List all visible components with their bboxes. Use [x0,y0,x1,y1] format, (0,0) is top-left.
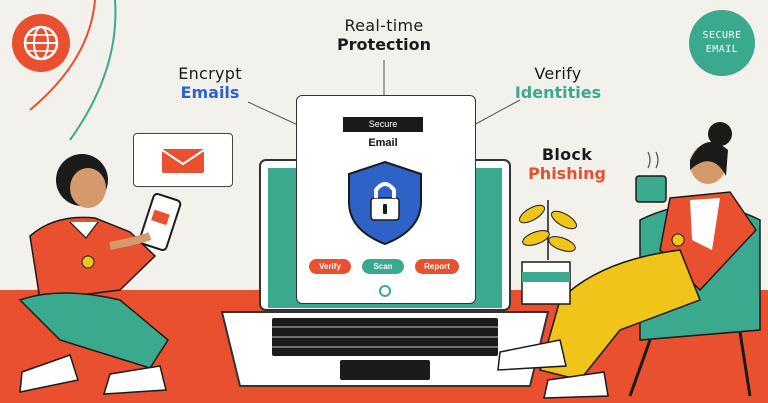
callout-top-line1: Real-time [344,16,424,35]
envelope-card [133,133,233,187]
callout-block-phishing: Block Phishing [520,145,614,183]
callout-top-line2: Protection [336,35,432,54]
power-indicator [379,285,391,297]
scan-button[interactable]: Scan [362,259,404,274]
callout-right-line2: Identities [514,83,602,102]
shield-lock-icon [348,160,422,246]
badge-line1: SECURE [702,30,742,41]
callout-right2-line2: Phishing [528,164,606,183]
callout-left-line2: Emails [180,83,240,102]
card-subtitle: Email [368,137,398,149]
callout-right-line1: Verify [534,64,582,83]
callout-left-line1: Encrypt [178,64,242,83]
report-button[interactable]: Report [415,259,459,274]
callout-realtime-protection: Real-time Protection [310,16,458,54]
callout-right2-line1: Block [541,145,593,164]
callout-encrypt-emails: Encrypt Emails [160,64,260,102]
globe-icon [12,14,70,72]
secure-email-badge: SECURE EMAIL [689,10,755,76]
callout-verify-identities: Verify Identities [498,64,618,102]
badge-line2: EMAIL [705,44,739,55]
envelope-icon [161,149,205,173]
card-title: Secure [343,117,423,132]
verify-button[interactable]: Verify [309,259,351,274]
